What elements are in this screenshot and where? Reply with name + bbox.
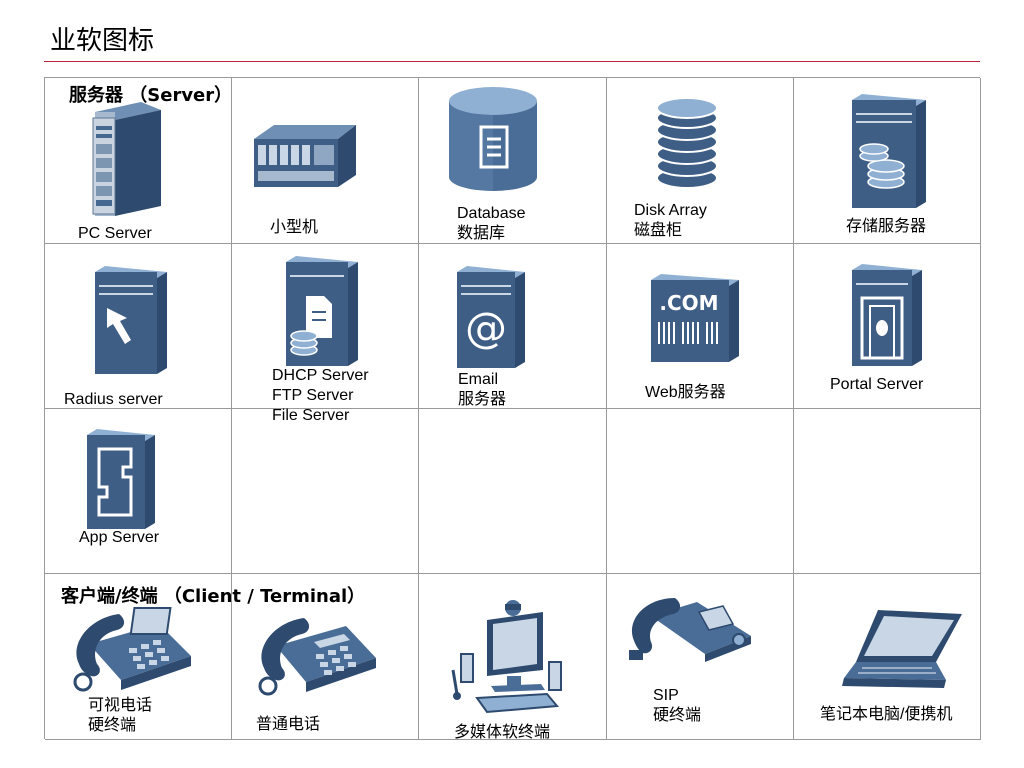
- video-phone-icon: [73, 607, 191, 692]
- multimedia-terminal-icon: [451, 600, 562, 714]
- app-server-label: App Server: [79, 529, 160, 546]
- email-server-label: Email 服务器: [458, 370, 506, 410]
- video-phone-label-2: 硬终端: [88, 717, 137, 734]
- email-at-glyph: @: [465, 303, 507, 352]
- cell-empty-4: [794, 409, 981, 574]
- email-label-en: Email: [458, 371, 499, 388]
- web-com-glyph: .COM: [659, 291, 718, 315]
- cell-minicomputer: 小型机: [232, 78, 419, 244]
- cell-storage-server: 存储服务器: [794, 78, 981, 244]
- dhcp-ftp-file-server-label: DHCP Server FTP Server File Server: [272, 366, 369, 426]
- regular-phone-icon: [258, 618, 376, 696]
- cell-app-server: App Server: [45, 409, 232, 574]
- cell-video-phone: 客户端/终端 （Client / Terminal） 可视电话 硬终端: [45, 574, 365, 740]
- database-label-cn: 数据库: [457, 225, 506, 242]
- cell-web-server: .COM Web服务器: [607, 244, 794, 409]
- portal-server-label: Portal Server: [830, 376, 924, 393]
- file-server-label: File Server: [272, 407, 350, 424]
- radius-server-icon: [95, 266, 167, 374]
- cell-empty-1: [232, 409, 419, 574]
- cell-empty-3: [607, 409, 794, 574]
- title-divider: [44, 61, 980, 62]
- pc-server-label: PC Server: [78, 225, 152, 242]
- sip-label-2: 硬终端: [653, 707, 702, 724]
- disk-array-label-cn: 磁盘柜: [634, 222, 683, 239]
- section-title-server: 服务器 （Server）: [69, 85, 233, 106]
- ftp-server-label: FTP Server: [272, 387, 354, 404]
- cell-regular-phone: 普通电话: [232, 574, 419, 740]
- disk-array-icon: [656, 97, 718, 189]
- database-icon: [449, 87, 537, 191]
- cell-disk-array: Disk Array 磁盘柜: [607, 78, 794, 244]
- video-phone-label-1: 可视电话: [88, 697, 153, 714]
- cell-sip-terminal: SIP 硬终端: [607, 574, 794, 740]
- portal-server-icon: [852, 264, 922, 366]
- web-server-label: Web服务器: [645, 384, 726, 401]
- laptop-label: 笔记本电脑/便携机: [820, 706, 953, 723]
- disk-array-label-en: Disk Array: [634, 202, 707, 219]
- minicomputer-label: 小型机: [270, 219, 319, 236]
- sip-terminal-label: SIP 硬终端: [653, 686, 701, 726]
- email-server-icon: @: [457, 266, 525, 368]
- radius-server-label: Radius server: [64, 391, 163, 408]
- cell-laptop: 笔记本电脑/便携机: [794, 574, 981, 740]
- cell-empty-2: [419, 409, 607, 574]
- cell-database: Database 数据库: [419, 78, 607, 244]
- disk-array-label: Disk Array 磁盘柜: [634, 201, 707, 241]
- section-title-client: 客户端/终端 （Client / Terminal）: [61, 586, 366, 607]
- cell-dhcp-ftp-file-server: DHCP Server FTP Server File Server: [232, 244, 419, 424]
- web-server-icon: .COM: [651, 274, 739, 362]
- storage-server-label: 存储服务器: [846, 218, 927, 235]
- dhcp-server-label: DHCP Server: [272, 367, 369, 384]
- pc-server-icon: [92, 102, 161, 216]
- multimedia-terminal-label: 多媒体软终端: [454, 724, 551, 741]
- minicomputer-icon: [254, 125, 356, 187]
- laptop-icon: [842, 610, 962, 688]
- cell-email-server: @ Email 服务器: [419, 244, 607, 409]
- database-label: Database 数据库: [457, 204, 526, 244]
- file-server-icon: [286, 256, 358, 366]
- page-title: 业软图标: [50, 26, 155, 56]
- storage-server-icon: [852, 94, 926, 208]
- sip-phone-icon: [629, 598, 751, 662]
- sip-label-1: SIP: [653, 687, 679, 704]
- cell-portal-server: Portal Server: [794, 244, 981, 409]
- cell-pc-server: 服务器 （Server） PC Server: [45, 78, 232, 244]
- icon-grid: 服务器 （Server） PC Server: [44, 77, 981, 741]
- cell-multimedia-soft-terminal: 多媒体软终端: [419, 574, 607, 741]
- database-label-en: Database: [457, 205, 526, 222]
- email-label-cn: 服务器: [458, 391, 507, 408]
- video-phone-label: 可视电话 硬终端: [88, 696, 152, 736]
- cell-radius-server: Radius server: [45, 244, 232, 409]
- regular-phone-label: 普通电话: [256, 716, 321, 733]
- app-server-icon: [87, 429, 155, 529]
